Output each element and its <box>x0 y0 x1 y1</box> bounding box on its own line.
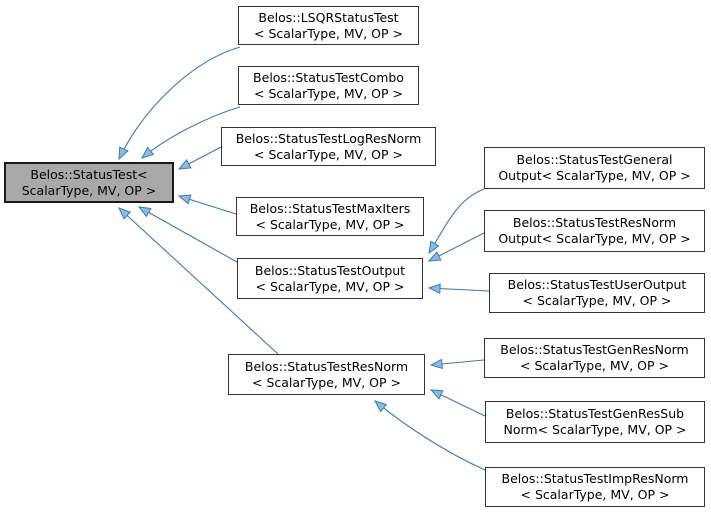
node-belos-status-test: Belos::StatusTest< ScalarType, MV, OP > <box>4 162 174 203</box>
template-params: ScalarType, MV, OP > <box>21 182 157 198</box>
node-belos-status-test-combo[interactable]: Belos::StatusTestCombo < ScalarType, MV,… <box>238 66 419 105</box>
inheritance-arrow-genresnorm-to-resnorm <box>429 358 485 370</box>
template-params: Norm< ScalarType, MV, OP > <box>503 422 687 437</box>
node-belos-status-test-log-res-norm[interactable]: Belos::StatusTestLogResNorm < ScalarType… <box>221 127 436 166</box>
template-params: Output< ScalarType, MV, OP > <box>498 168 691 183</box>
inheritance-arrow-genressubnorm-to-resnorm <box>429 389 486 417</box>
node-belos-status-test-user-output[interactable]: Belos::StatusTestUserOutput < ScalarType… <box>489 273 705 313</box>
inheritance-arrow-impresnorm-to-resnorm <box>373 400 486 471</box>
template-params: < ScalarType, MV, OP > <box>255 216 405 232</box>
class-name: Belos::StatusTestOutput <box>254 262 406 278</box>
template-params: < ScalarType, MV, OP > <box>255 278 405 294</box>
node-belos-status-test-gen-res-sub-norm[interactable]: Belos::StatusTestGenResSub Norm< ScalarT… <box>485 401 705 443</box>
template-params: Output< ScalarType, MV, OP > <box>498 231 691 246</box>
class-name: Belos::LSQRStatusTest <box>258 9 399 25</box>
class-name: Belos::StatusTestLogResNorm <box>235 130 422 146</box>
class-name: Belos::StatusTestCombo <box>253 69 404 85</box>
inheritance-arrow-output-to-statustest <box>137 206 238 263</box>
class-name: Belos::StatusTestUserOutput <box>507 277 687 292</box>
template-params: < ScalarType, MV, OP > <box>520 358 669 373</box>
class-name: Belos::StatusTest< <box>30 166 148 182</box>
class-name: Belos::StatusTestMaxIters <box>249 200 411 216</box>
template-params: < ScalarType, MV, OP > <box>254 146 403 162</box>
template-params: < ScalarType, MV, OP > <box>254 25 403 41</box>
template-params: < ScalarType, MV, OP > <box>522 293 672 308</box>
node-belos-status-test-general-output[interactable]: Belos::StatusTestGeneral Output< ScalarT… <box>484 147 705 189</box>
inheritance-arrow-lsqr-to-statustest <box>118 46 241 161</box>
class-name: Belos::StatusTestResNorm <box>512 215 677 230</box>
class-name: Belos::StatusTestGenResNorm <box>500 342 689 357</box>
inheritance-arrow-resnorm-to-statustest <box>118 207 279 355</box>
template-params: < ScalarType, MV, OP > <box>254 85 403 101</box>
node-belos-status-test-imp-res-norm[interactable]: Belos::StatusTestImpResNorm < ScalarType… <box>485 467 705 507</box>
inheritance-arrow-generaloutput-to-output <box>428 188 485 255</box>
node-belos-status-test-max-iters[interactable]: Belos::StatusTestMaxIters < ScalarType, … <box>236 197 424 236</box>
inheritance-arrow-useroutput-to-output <box>427 283 490 294</box>
node-belos-lsqr-status-test[interactable]: Belos::LSQRStatusTest < ScalarType, MV, … <box>238 6 419 45</box>
node-belos-status-test-gen-res-norm[interactable]: Belos::StatusTestGenResNorm < ScalarType… <box>484 338 705 378</box>
inheritance-arrow-resnormoutput-to-output <box>427 232 485 262</box>
class-name: Belos::StatusTestGenResSub <box>505 406 685 421</box>
node-belos-status-test-output[interactable]: Belos::StatusTestOutput < ScalarType, MV… <box>237 258 423 299</box>
class-name: Belos::StatusTestGeneral <box>516 152 673 167</box>
node-belos-status-test-res-norm[interactable]: Belos::StatusTestResNorm < ScalarType, M… <box>228 354 425 395</box>
template-params: < ScalarType, MV, OP > <box>252 374 401 390</box>
node-belos-status-test-res-norm-output[interactable]: Belos::StatusTestResNorm Output< ScalarT… <box>484 210 705 252</box>
class-name: Belos::StatusTestResNorm <box>244 358 409 374</box>
inheritance-arrow-logresnorm-to-statustest <box>177 146 222 170</box>
inheritance-arrow-combo-to-statustest <box>140 106 241 159</box>
template-params: < ScalarType, MV, OP > <box>520 487 670 502</box>
class-name: Belos::StatusTestImpResNorm <box>501 471 689 486</box>
inheritance-arrow-maxiters-to-statustest <box>177 194 237 215</box>
